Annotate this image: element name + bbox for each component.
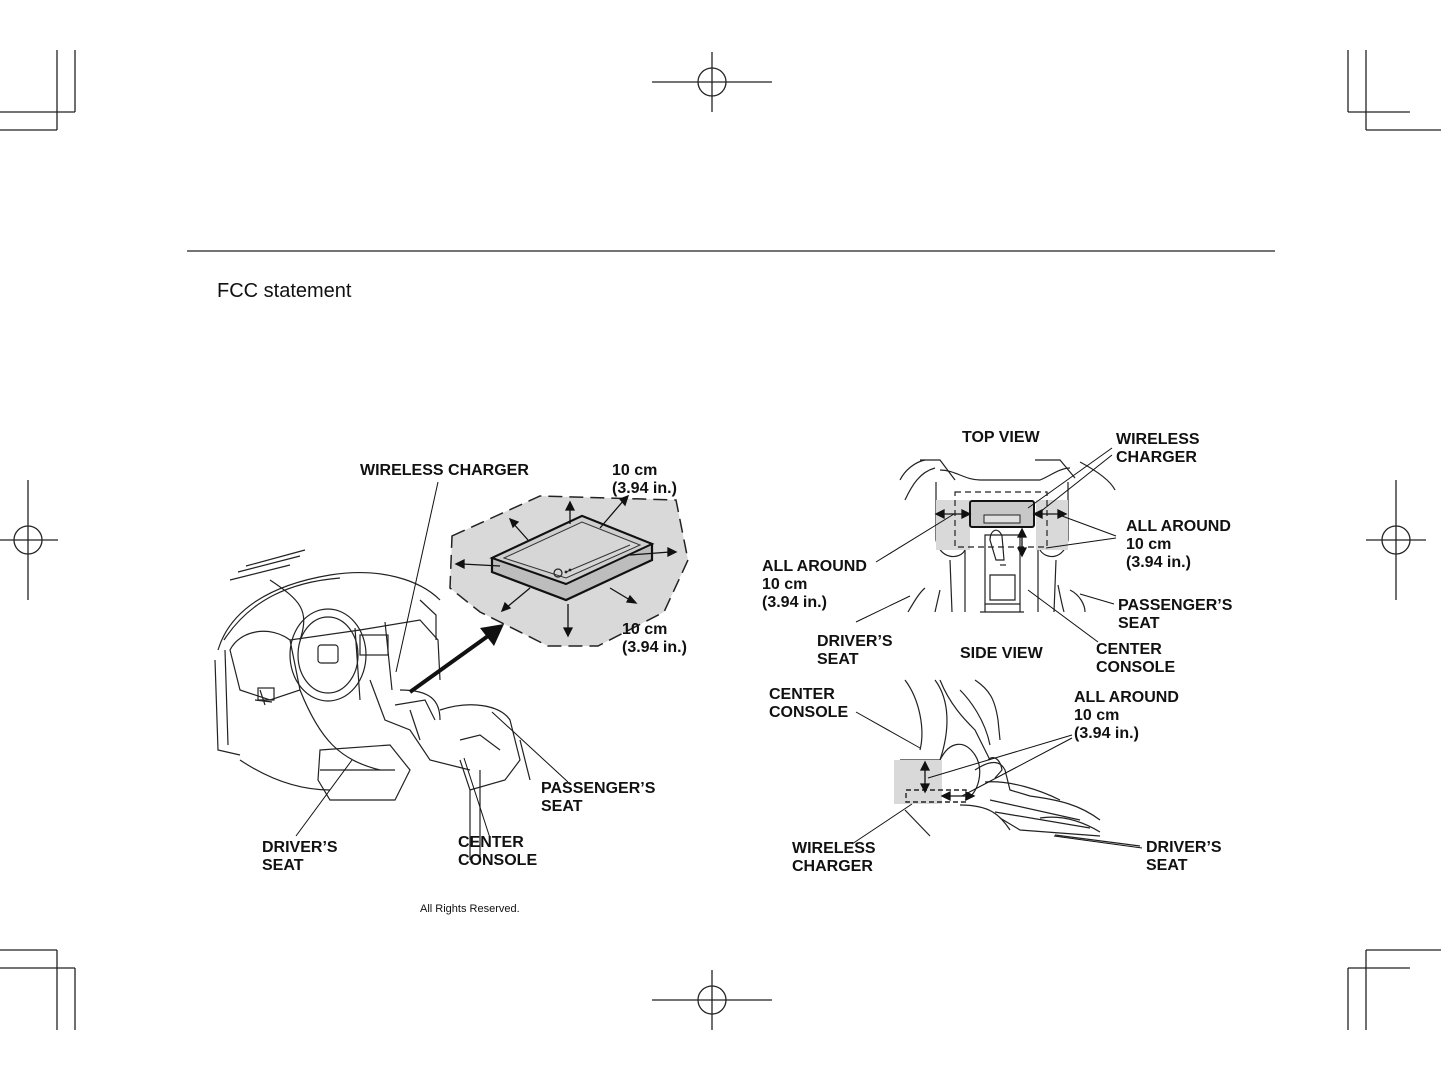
side-view-drivers-seat-label: DRIVER’S SEAT	[1146, 839, 1222, 874]
registration-mark-left	[0, 480, 58, 600]
top-view-drawing	[899, 459, 1116, 613]
top-view-clearance	[954, 491, 1048, 548]
left-center-console-label: CENTER CONSOLE	[458, 834, 538, 869]
side-view-arrows	[919, 760, 976, 802]
side-view-drawing	[900, 679, 1141, 847]
side-view-wireless-charger-label: WIRELESS CHARGER	[792, 840, 876, 875]
left-drivers-seat-label: DRIVER’S SEAT	[262, 839, 338, 874]
top-view-all-around-right-label: ALL AROUND 10 cm (3.94 in.)	[1126, 518, 1231, 571]
registration-mark-right	[1366, 480, 1426, 600]
top-view-passengers-seat-label: PASSENGER’S SEAT	[1118, 597, 1233, 632]
clearance-arrows	[454, 494, 678, 638]
crop-mark-top-right	[1347, 50, 1441, 131]
footer-copyright: All Rights Reserved.	[420, 903, 520, 915]
top-view-all-around-left-label: ALL AROUND 10 cm (3.94 in.)	[762, 558, 867, 611]
car-interior-drawing	[214, 549, 531, 860]
side-view-all-around-label: ALL AROUND 10 cm (3.94 in.)	[1074, 689, 1179, 742]
top-view-leaders	[855, 447, 1117, 643]
left-distance-bottom-label: 10 cm (3.94 in.)	[622, 621, 687, 656]
crop-mark-bottom-right	[1347, 949, 1441, 1030]
left-passengers-seat-label: PASSENGER’S SEAT	[541, 780, 656, 815]
side-view-center-console-label: CENTER CONSOLE	[769, 686, 849, 721]
charger-pad	[489, 514, 655, 602]
top-view-zone-left	[936, 500, 970, 550]
side-view-zone	[894, 760, 942, 804]
left-distance-top-label: 10 cm (3.94 in.)	[612, 462, 677, 497]
crop-mark-bottom-left	[0, 949, 76, 1030]
top-view-wireless-charger-label: WIRELESS CHARGER	[1116, 431, 1200, 466]
side-view-title: SIDE VIEW	[960, 645, 1043, 662]
detail-arrow	[408, 624, 504, 694]
top-view-title: TOP VIEW	[962, 429, 1040, 446]
top-view-charger	[969, 500, 1035, 528]
top-view-zone-right	[1036, 500, 1068, 550]
left-wireless-charger-label: WIRELESS CHARGER	[360, 462, 529, 479]
top-view-drivers-seat-label: DRIVER’S SEAT	[817, 633, 893, 668]
registration-mark-top	[652, 52, 772, 112]
top-view-center-console-label: CENTER CONSOLE	[1096, 641, 1176, 676]
crop-mark-top-left	[0, 50, 76, 131]
registration-mark-bottom	[652, 970, 772, 1030]
leader-lines	[295, 481, 569, 839]
section-title: FCC statement	[217, 280, 352, 302]
side-view-leaders	[851, 711, 1143, 849]
